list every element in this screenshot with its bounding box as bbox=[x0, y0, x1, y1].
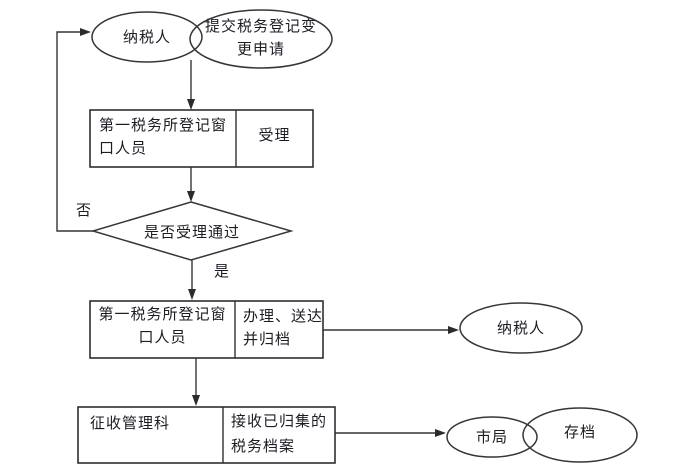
archive-actor-label: 征收管理科 bbox=[90, 416, 171, 432]
submit-request-ellipse bbox=[189, 9, 333, 69]
arrowhead-loop-to-taxpayer bbox=[80, 28, 91, 36]
arrowhead-process-to-archive bbox=[192, 395, 200, 406]
taxpayer-start-label: 纳税人 bbox=[122, 30, 171, 46]
store-label: 存档 bbox=[563, 425, 596, 441]
arrowhead-archive-to-bureau bbox=[435, 429, 446, 437]
archive-step-box bbox=[77, 406, 336, 464]
arrowhead-decision-to-process bbox=[188, 289, 196, 300]
arrowhead-process-to-taxpayer bbox=[448, 326, 459, 334]
accept-step-box bbox=[89, 109, 314, 168]
decision-question-label: 是否受理通过 bbox=[143, 225, 240, 241]
accept-actor-label: 第一税务所登记窗口人员 bbox=[99, 118, 228, 157]
arrowhead-start-to-accept bbox=[187, 99, 195, 110]
accept-action-label: 受理 bbox=[258, 128, 291, 144]
connector-decision-no-loop bbox=[56, 31, 93, 232]
taxpayer-result-ellipse bbox=[459, 302, 583, 354]
process-action-label: 办理、送达并归档 bbox=[243, 309, 324, 348]
decision-yes-label: 是 bbox=[213, 264, 230, 280]
store-ellipse bbox=[522, 407, 638, 463]
submit-request-label: 提交税务登记变更申请 bbox=[204, 19, 317, 58]
decision-diamond bbox=[90, 201, 294, 261]
decision-no-label: 否 bbox=[75, 203, 92, 219]
city-bureau-ellipse bbox=[446, 416, 538, 458]
arrowhead-accept-to-decision bbox=[187, 191, 195, 202]
city-bureau-label: 市局 bbox=[475, 430, 508, 446]
taxpayer-start-ellipse bbox=[91, 11, 203, 63]
process-step-box bbox=[89, 300, 324, 359]
archive-action-label: 接收已归集的税务档案 bbox=[231, 414, 328, 455]
process-actor-label: 第一税务所登记窗口人员 bbox=[98, 307, 227, 346]
taxpayer-result-label: 纳税人 bbox=[496, 321, 545, 337]
